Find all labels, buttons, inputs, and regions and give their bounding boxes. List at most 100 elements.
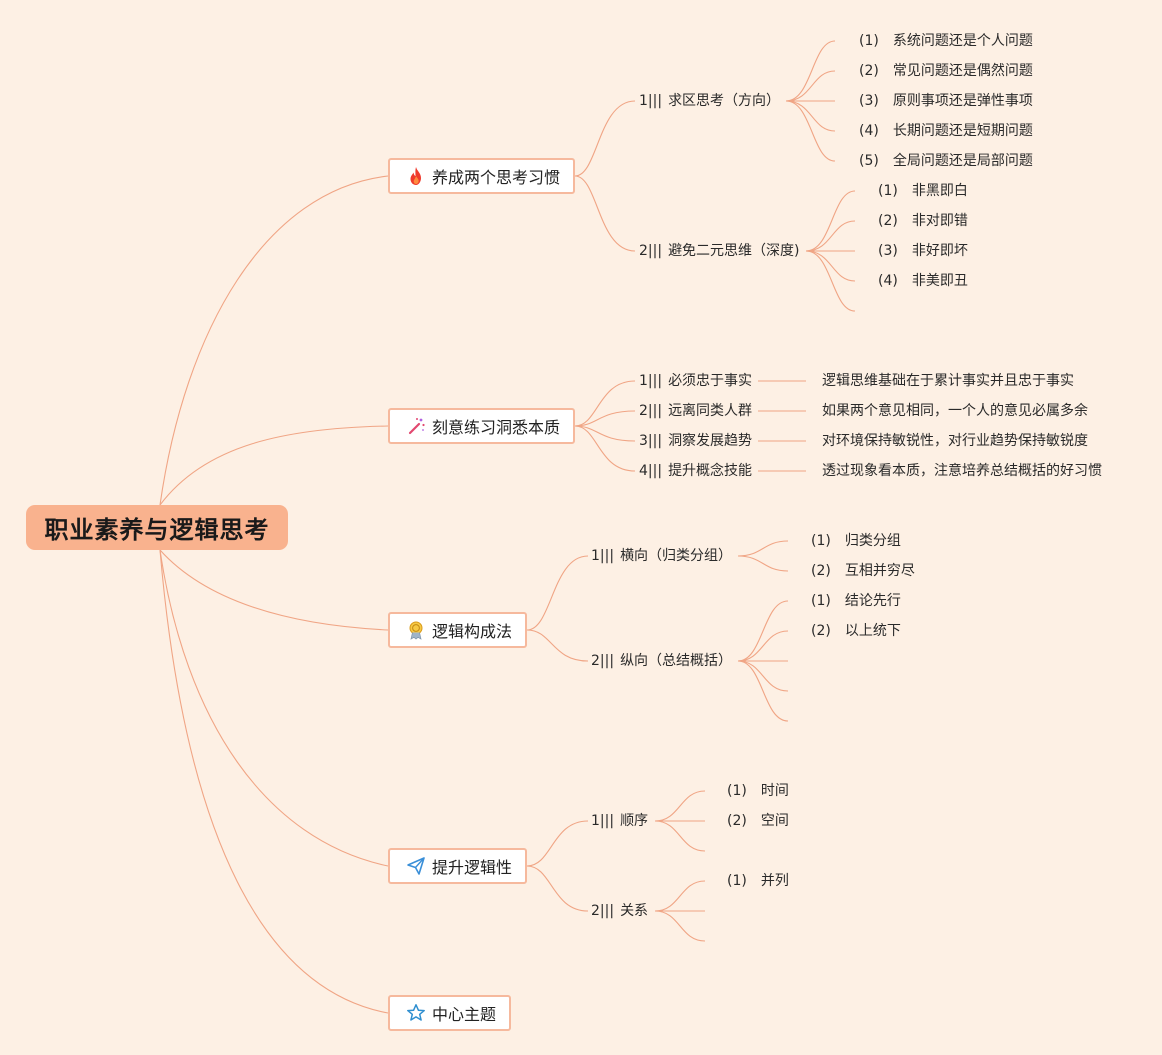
branch-label: 中心主题 bbox=[432, 1005, 497, 1024]
connector-root-b2 bbox=[159, 425, 389, 506]
leaf-item[interactable]: (4) 长期问题还是短期问题 bbox=[859, 123, 1033, 139]
subtopic-number: 4||| bbox=[639, 463, 663, 479]
subtopic-number: 1||| bbox=[639, 373, 663, 389]
leaf-item[interactable]: (1) 非黑即白 bbox=[878, 183, 968, 199]
fire-icon bbox=[406, 166, 426, 186]
subtopic-label: 提升概念技能 bbox=[668, 463, 753, 479]
leaf-item[interactable]: (5) 全局问题还是局部问题 bbox=[859, 153, 1033, 169]
paper-plane-icon bbox=[406, 856, 426, 876]
connector-s4-l2 bbox=[737, 630, 789, 662]
branch-thinking-habits[interactable]: 养成两个思考习惯 bbox=[388, 158, 575, 194]
connector-s6-l3 bbox=[654, 910, 706, 942]
subtopic-label: 横向（归类分组） bbox=[620, 548, 733, 564]
description-text[interactable]: 逻辑思维基础在于累计事实并且忠于事实 bbox=[822, 373, 1074, 389]
connector-root-b1 bbox=[159, 175, 389, 506]
connector-s4-l5 bbox=[737, 660, 789, 722]
connector-b2-s4 bbox=[574, 425, 636, 472]
connector-s5-l3 bbox=[654, 820, 706, 852]
branch-label: 提升逻辑性 bbox=[432, 858, 513, 877]
leaf-item[interactable]: (1) 系统问题还是个人问题 bbox=[859, 33, 1033, 49]
medal-icon bbox=[406, 620, 426, 640]
subtopic-relation[interactable]: 2||| 关系 bbox=[591, 902, 648, 920]
leaf-item[interactable]: (1) 并列 bbox=[727, 873, 789, 889]
branch-label: 逻辑构成法 bbox=[432, 622, 513, 641]
connector-b2-s3 bbox=[574, 425, 636, 442]
connector-b3-s1 bbox=[526, 555, 589, 631]
branch-deliberate-practice[interactable]: 刻意练习洞悉本质 bbox=[388, 408, 575, 444]
leaf-item[interactable]: (2) 以上统下 bbox=[811, 623, 901, 639]
subtopic-facts[interactable]: 1||| 必须忠于事实 bbox=[639, 372, 752, 390]
connector-b3-s2 bbox=[526, 629, 589, 662]
subtopic-label: 避免二元思维（深度) bbox=[668, 243, 800, 259]
subtopic-label: 远离同类人群 bbox=[668, 403, 753, 419]
connector-root-b4 bbox=[159, 549, 389, 867]
subtopic-label: 顺序 bbox=[620, 813, 649, 829]
connector-s2-l5 bbox=[805, 250, 856, 312]
connector-s1-l4 bbox=[785, 100, 836, 132]
subtopic-label: 纵向（总结概括） bbox=[620, 653, 733, 669]
connector-s4-l4 bbox=[737, 660, 789, 692]
subtopic-number: 2||| bbox=[591, 653, 615, 669]
connector-b2-s1 bbox=[574, 380, 636, 427]
connector-s2-l2 bbox=[805, 220, 856, 252]
subtopic-number: 1||| bbox=[591, 813, 615, 829]
subtopic-number: 1||| bbox=[591, 548, 615, 564]
leaf-item[interactable]: (2) 空间 bbox=[727, 813, 789, 829]
connector-b2-s2 bbox=[574, 410, 636, 427]
branch-label: 养成两个思考习惯 bbox=[432, 168, 561, 187]
connector-s4-l1 bbox=[737, 600, 789, 662]
leaf-item[interactable]: (1) 结论先行 bbox=[811, 593, 901, 609]
subtopic-trends[interactable]: 3||| 洞察发展趋势 bbox=[639, 432, 752, 450]
branch-logic-structure[interactable]: 逻辑构成法 bbox=[388, 612, 527, 648]
root-topic[interactable]: 职业素养与逻辑思考 bbox=[26, 505, 288, 550]
description-text[interactable]: 透过现象看本质，注意培养总结概括的好习惯 bbox=[822, 463, 1102, 479]
connector-b4-s1 bbox=[526, 820, 589, 867]
leaf-item[interactable]: (1) 时间 bbox=[727, 783, 789, 799]
connector-s6-l1 bbox=[654, 880, 706, 912]
subtopic-number: 1||| bbox=[639, 93, 663, 109]
connector-b1-s2 bbox=[574, 175, 636, 252]
subtopic-depth[interactable]: 2||| 避免二元思维（深度) bbox=[639, 242, 800, 260]
subtopic-label: 洞察发展趋势 bbox=[668, 433, 753, 449]
connector-root-b5 bbox=[159, 549, 389, 1014]
leaf-item[interactable]: (2) 常见问题还是偶然问题 bbox=[859, 63, 1033, 79]
connector-b1-s1 bbox=[574, 100, 636, 177]
description-text[interactable]: 对环境保持敏锐性，对行业趋势保持敏锐度 bbox=[822, 433, 1088, 449]
subtopic-crowd[interactable]: 2||| 远离同类人群 bbox=[639, 402, 752, 420]
subtopic-direction[interactable]: 1||| 求区思考（方向） bbox=[639, 92, 780, 110]
subtopic-horizontal[interactable]: 1||| 横向（归类分组） bbox=[591, 547, 732, 565]
connector-s1-l2 bbox=[785, 70, 836, 102]
leaf-item[interactable]: (3) 非好即坏 bbox=[878, 243, 968, 259]
connector-root-b3 bbox=[159, 549, 389, 631]
leaf-item[interactable]: (2) 互相并穷尽 bbox=[811, 563, 915, 579]
connector-s2-l1 bbox=[805, 190, 856, 252]
branch-improve-logic[interactable]: 提升逻辑性 bbox=[388, 848, 527, 884]
branch-central-topic[interactable]: 中心主题 bbox=[388, 995, 511, 1031]
subtopic-label: 关系 bbox=[620, 903, 649, 919]
leaf-item[interactable]: (2) 非对即错 bbox=[878, 213, 968, 229]
description-text[interactable]: 如果两个意见相同，一个人的意见必属多余 bbox=[822, 403, 1088, 419]
connector-b4-s2 bbox=[526, 865, 589, 912]
connector-s2-l4 bbox=[805, 250, 856, 282]
subtopic-order[interactable]: 1||| 顺序 bbox=[591, 812, 648, 830]
connector-s1-l5 bbox=[785, 100, 836, 162]
subtopic-number: 3||| bbox=[639, 433, 663, 449]
leaf-item[interactable]: (3) 原则事项还是弹性事项 bbox=[859, 93, 1033, 109]
connector-s3-l1 bbox=[737, 540, 789, 557]
branch-label: 刻意练习洞悉本质 bbox=[432, 418, 561, 437]
subtopic-label: 必须忠于事实 bbox=[668, 373, 753, 389]
subtopic-number: 2||| bbox=[639, 243, 663, 259]
subtopic-concepts[interactable]: 4||| 提升概念技能 bbox=[639, 462, 752, 480]
connector-s1-l1 bbox=[785, 40, 836, 102]
subtopic-label: 求区思考（方向） bbox=[668, 93, 781, 109]
leaf-item[interactable]: (1) 归类分组 bbox=[811, 533, 901, 549]
magic-wand-icon bbox=[406, 416, 426, 436]
star-icon bbox=[406, 1003, 426, 1023]
leaf-item[interactable]: (4) 非美即丑 bbox=[878, 273, 968, 289]
connector-s3-l2 bbox=[737, 555, 789, 572]
subtopic-number: 2||| bbox=[639, 403, 663, 419]
subtopic-number: 2||| bbox=[591, 903, 615, 919]
connector-s5-l1 bbox=[654, 790, 706, 822]
subtopic-vertical[interactable]: 2||| 纵向（总结概括） bbox=[591, 652, 732, 670]
